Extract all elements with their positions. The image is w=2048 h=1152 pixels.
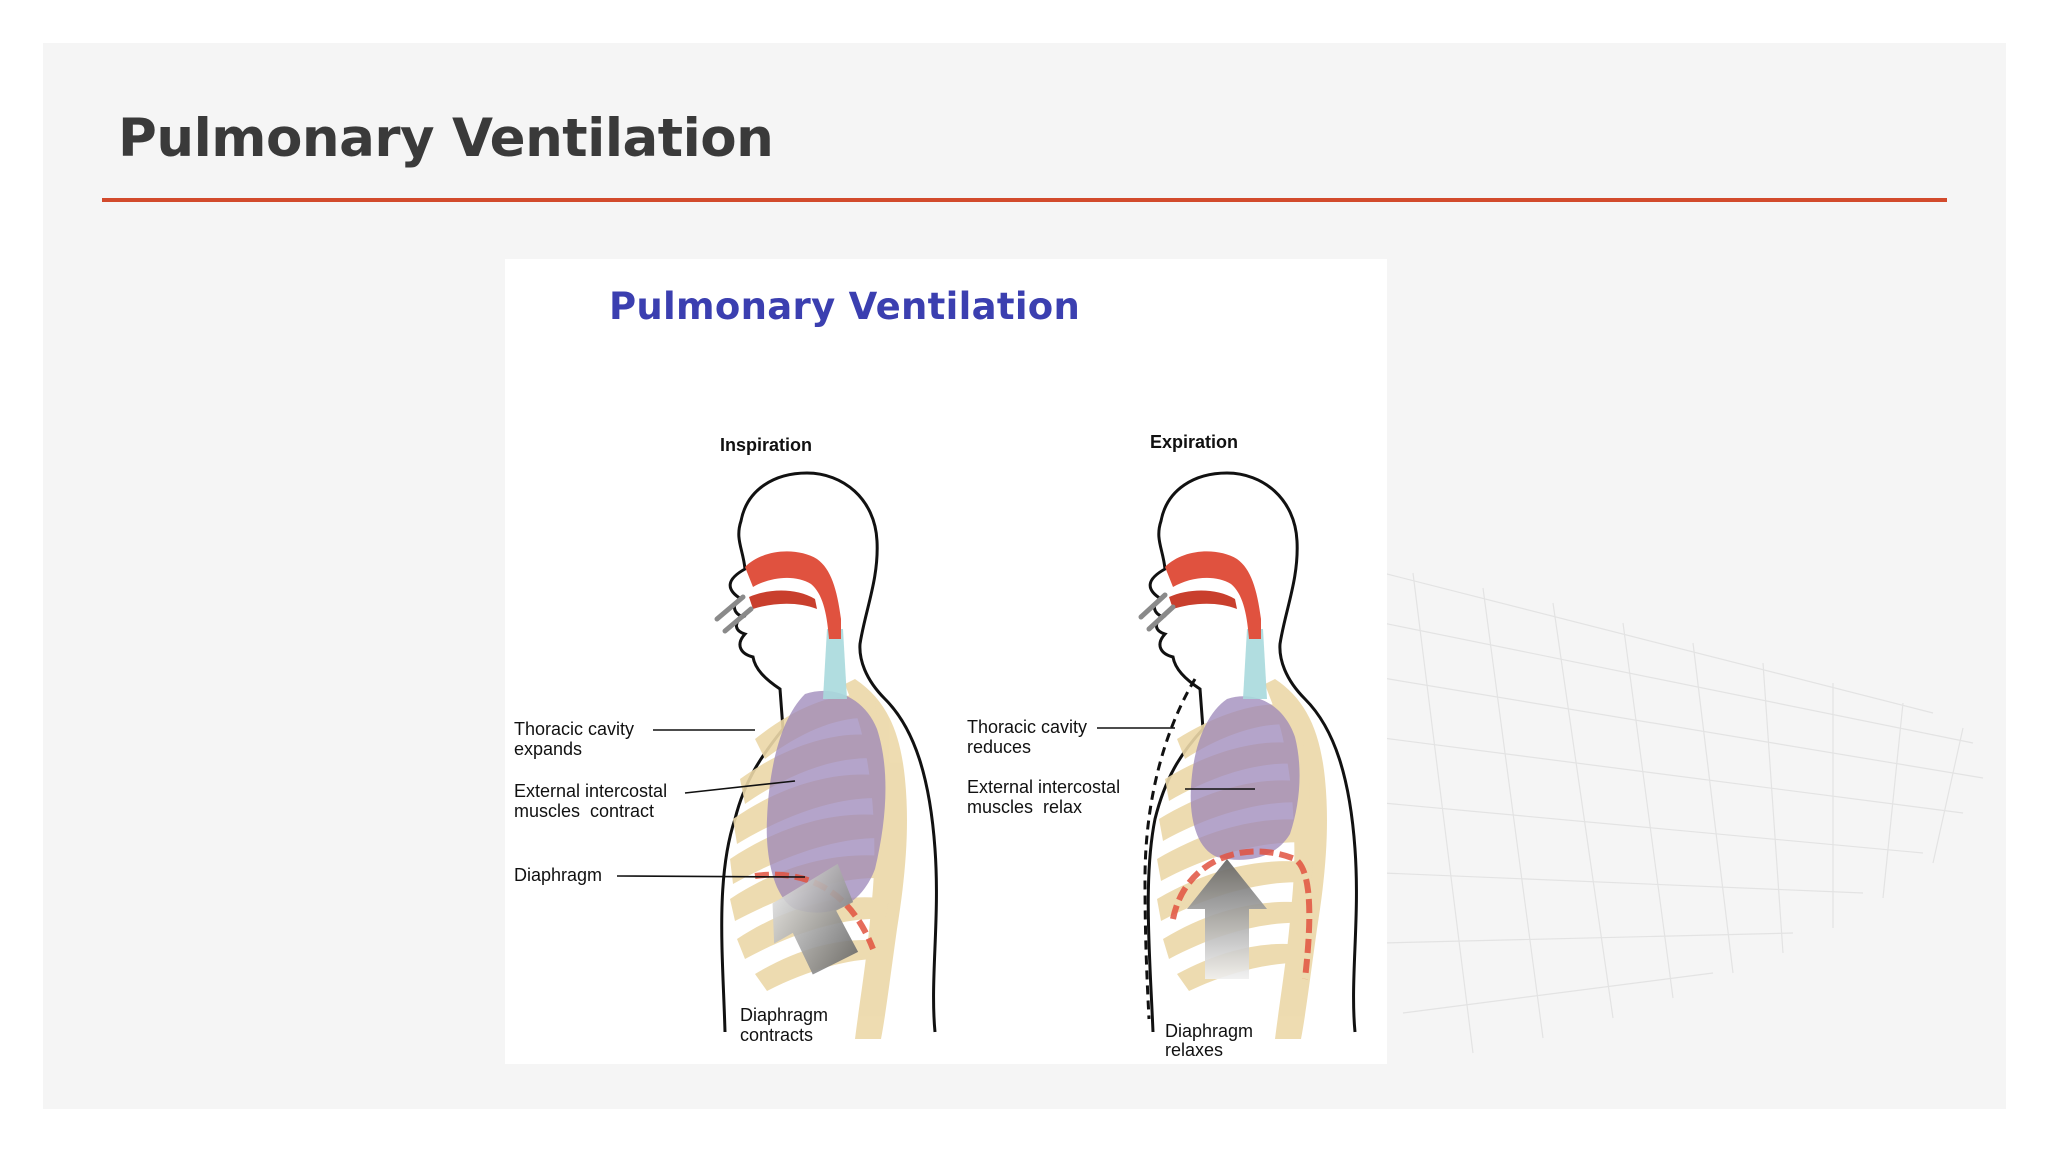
inspiration-heading: Inspiration (720, 435, 813, 455)
expiration-heading: Expiration (1150, 432, 1239, 452)
decorative-grid (1382, 572, 1984, 1054)
label-diaphragm-contracts-line1: Diaphragm (740, 1005, 829, 1025)
ventilation-figure: Pulmonary Ventilation Inspiration Expira… (505, 259, 1387, 1064)
slide-title: Pulmonary Ventilation (118, 108, 774, 169)
slide: Pulmonary Ventilation (43, 43, 2006, 1109)
label-thoracic-reduces-line2: reduces (967, 737, 1032, 757)
figure-title: Pulmonary Ventilation (609, 285, 1081, 328)
label-intercostal-contract-line2: muscles contract (514, 801, 655, 821)
title-underline (102, 198, 1947, 202)
label-diaphragm: Diaphragm (514, 865, 603, 885)
label-diaphragm-relaxes-line2: relaxes (1165, 1040, 1224, 1060)
expiration-figure (1097, 471, 1358, 1039)
label-thoracic-reduces-line1: Thoracic cavity (967, 717, 1088, 737)
label-intercostal-relax-line1: External intercostal (967, 777, 1121, 797)
label-diaphragm-relaxes-line1: Diaphragm (1165, 1021, 1254, 1041)
ventilation-illustration (616, 471, 1358, 1039)
label-thoracic-expands-line2: expands (514, 739, 583, 759)
label-intercostal-contract-line1: External intercostal (514, 781, 668, 801)
label-intercostal-relax-line2: muscles relax (967, 797, 1083, 817)
label-diaphragm-contracts-line2: contracts (740, 1025, 814, 1045)
label-thoracic-expands-line1: Thoracic cavity (514, 719, 635, 739)
inspiration-figure (616, 471, 938, 1039)
